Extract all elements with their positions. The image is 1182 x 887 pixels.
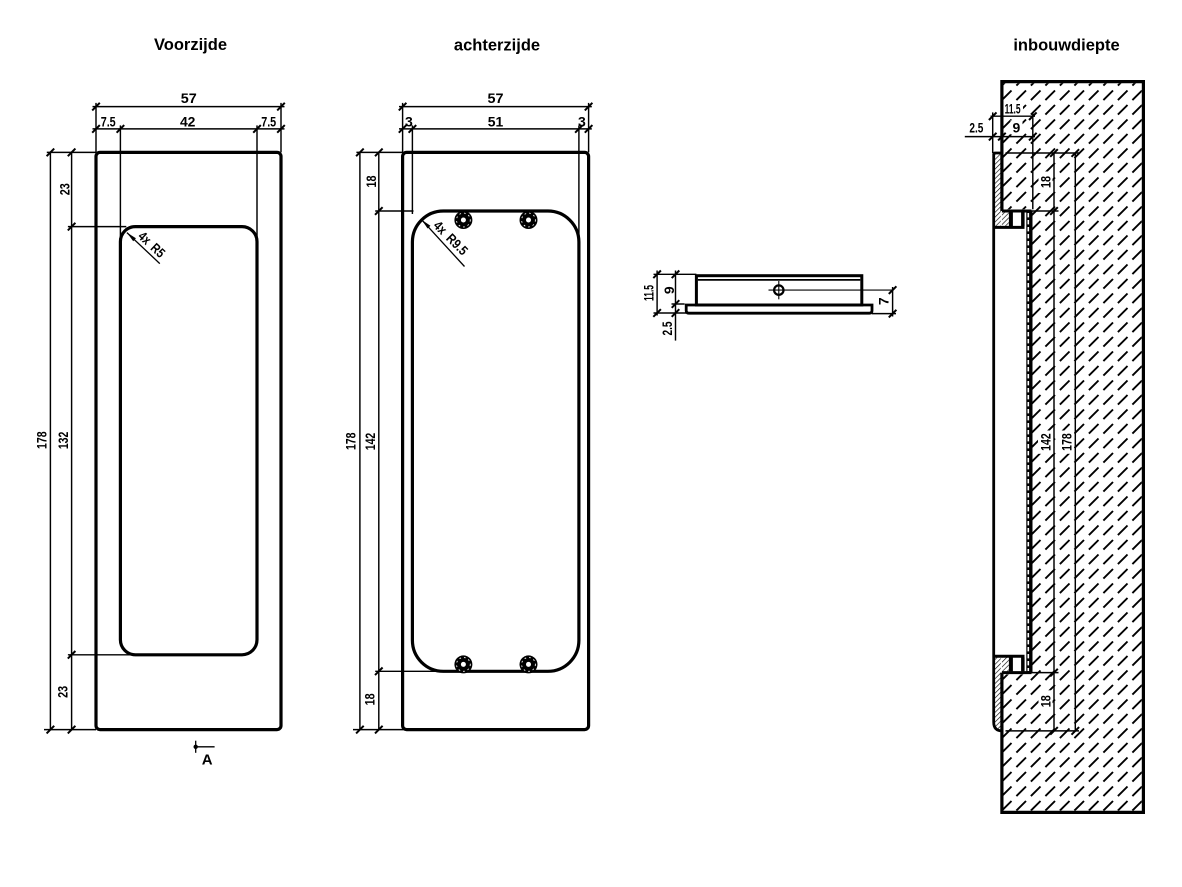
svg-text:57: 57: [181, 90, 197, 106]
svg-text:18: 18: [1038, 176, 1054, 188]
svg-text:23: 23: [54, 686, 70, 698]
svg-text:7.5: 7.5: [101, 113, 116, 129]
svg-text:18: 18: [363, 175, 379, 187]
svg-text:178: 178: [342, 432, 358, 450]
svg-text:142: 142: [362, 433, 378, 451]
svg-text:11.5: 11.5: [641, 285, 657, 301]
svg-text:178: 178: [34, 431, 50, 449]
svg-text:7: 7: [875, 297, 891, 305]
svg-text:178: 178: [1058, 433, 1074, 451]
svg-text:18: 18: [362, 693, 378, 705]
svg-text:18: 18: [1038, 695, 1054, 707]
svg-text:2.5: 2.5: [659, 321, 675, 335]
svg-text:2.5: 2.5: [969, 120, 983, 136]
svg-text:142: 142: [1038, 433, 1054, 451]
svg-text:achterzijde: achterzijde: [454, 37, 540, 55]
svg-text:51: 51: [488, 113, 504, 129]
svg-text:42: 42: [180, 113, 196, 129]
svg-text:3: 3: [405, 113, 413, 129]
svg-text:7.5: 7.5: [261, 113, 276, 129]
svg-text:inbouwdiepte: inbouwdiepte: [1013, 37, 1119, 55]
svg-text:3: 3: [578, 113, 586, 129]
svg-text:23: 23: [56, 183, 72, 195]
svg-text:57: 57: [488, 90, 504, 106]
svg-text:A: A: [202, 752, 213, 769]
svg-text:Voorzijde: Voorzijde: [154, 36, 227, 54]
svg-text:9: 9: [661, 286, 677, 294]
svg-text:132: 132: [55, 431, 71, 449]
svg-text:9: 9: [1013, 119, 1021, 135]
svg-text:11.5: 11.5: [1005, 100, 1021, 116]
